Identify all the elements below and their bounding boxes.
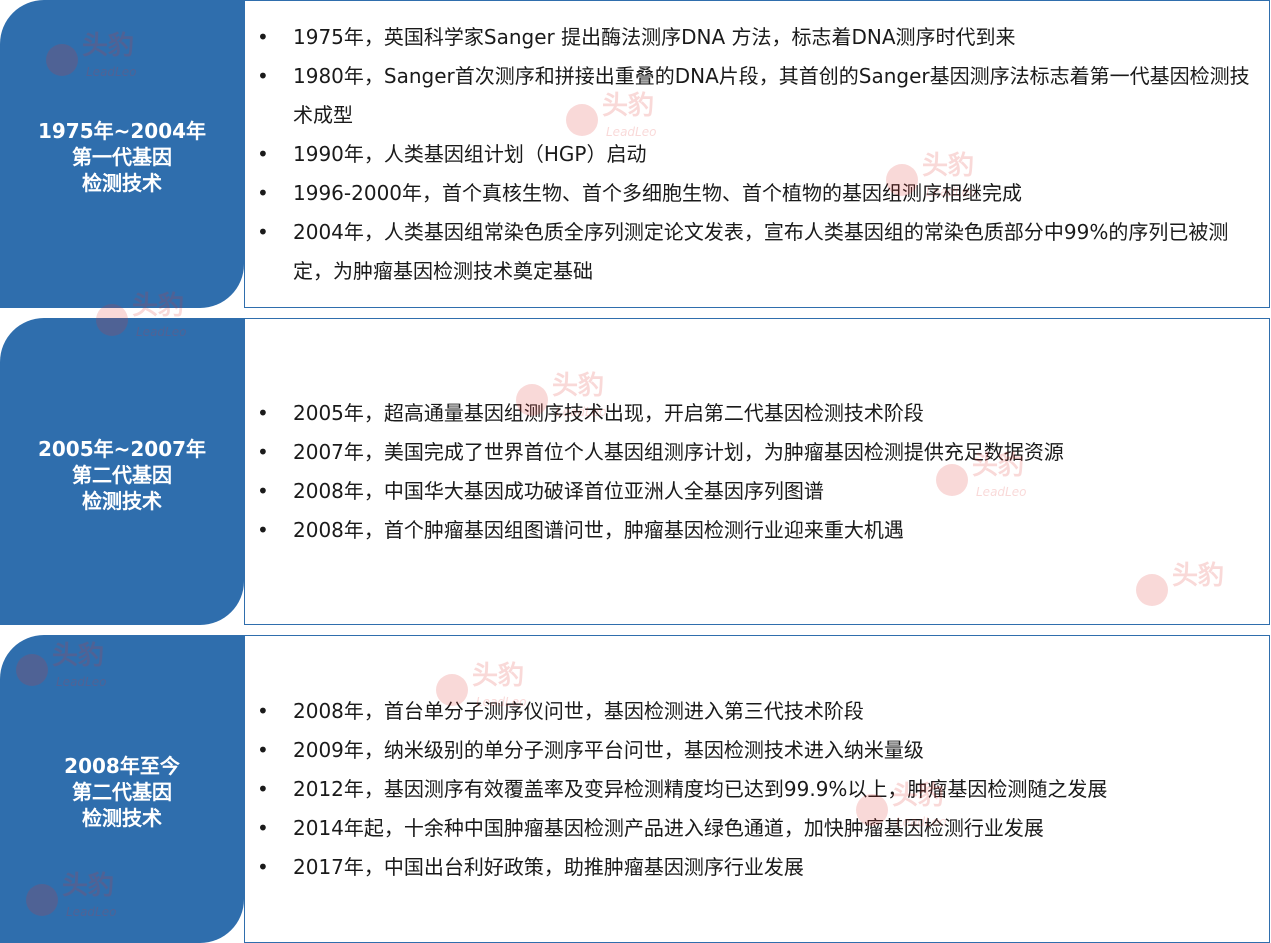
era-label-tech: 检测技术 — [82, 806, 162, 830]
era-label-years: 2005年~2007年 — [37, 436, 207, 461]
era-events-box: 2008年，首台单分子测序仪问世，基因检测进入第三代技术阶段 2009年，纳米级… — [244, 635, 1270, 943]
list-item: 2007年，美国完成了世界首位个人基因组测序计划，为肿瘤基因检测提供充足数据资源 — [257, 433, 1259, 472]
era-label: 2005年~2007年 第二代基因 检测技术 — [0, 318, 244, 625]
era-2005-2007: 2005年~2007年 第二代基因 检测技术 2005年，超高通量基因组测序技术… — [0, 318, 1271, 625]
era-2008-present: 2008年至今 第二代基因 检测技术 2008年，首台单分子测序仪问世，基因检测… — [0, 635, 1271, 943]
list-item: 2008年，首台单分子测序仪问世，基因检测进入第三代技术阶段 — [257, 692, 1259, 731]
era-1975-2004: 1975年~2004年 第一代基因 检测技术 1975年，英国科学家Sanger… — [0, 0, 1271, 308]
list-item: 2008年，中国华大基因成功破译首位亚洲人全基因序列图谱 — [257, 472, 1259, 511]
list-item: 1990年，人类基因组计划（HGP）启动 — [257, 135, 1259, 174]
era-label-generation: 第一代基因 — [72, 145, 172, 169]
list-item: 2012年，基因测序有效覆盖率及变异检测精度均已达到99.9%以上，肿瘤基因检测… — [257, 770, 1259, 809]
era-events-box: 1975年，英国科学家Sanger 提出酶法测序DNA 方法，标志着DNA测序时… — [244, 0, 1270, 308]
era-label-generation: 第二代基因 — [72, 780, 172, 804]
list-item: 2004年，人类基因组常染色质全序列测定论文发表，宣布人类基因组的常染色质部分中… — [257, 213, 1259, 291]
list-item: 1975年，英国科学家Sanger 提出酶法测序DNA 方法，标志着DNA测序时… — [257, 18, 1259, 57]
era-label: 1975年~2004年 第一代基因 检测技术 — [0, 0, 244, 308]
event-list: 1975年，英国科学家Sanger 提出酶法测序DNA 方法，标志着DNA测序时… — [245, 18, 1269, 291]
era-events-box: 2005年，超高通量基因组测序技术出现，开启第二代基因检测技术阶段 2007年，… — [244, 318, 1270, 625]
list-item: 2008年，首个肿瘤基因组图谱问世，肿瘤基因检测行业迎来重大机遇 — [257, 511, 1259, 550]
era-label-years: 1975年~2004年 — [37, 119, 207, 143]
era-label-generation: 第二代基因 — [72, 462, 172, 487]
list-item: 2005年，超高通量基因组测序技术出现，开启第二代基因检测技术阶段 — [257, 394, 1259, 433]
event-list: 2005年，超高通量基因组测序技术出现，开启第二代基因检测技术阶段 2007年，… — [245, 394, 1269, 550]
list-item: 2009年，纳米级别的单分子测序平台问世，基因检测技术进入纳米量级 — [257, 731, 1259, 770]
era-label-tech: 检测技术 — [82, 488, 162, 513]
era-label: 2008年至今 第二代基因 检测技术 — [0, 635, 244, 943]
list-item: 1980年，Sanger首次测序和拼接出重叠的DNA片段，其首创的Sanger基… — [257, 57, 1259, 135]
list-item: 2017年，中国出台利好政策，助推肿瘤基因测序行业发展 — [257, 848, 1259, 887]
list-item: 1996-2000年，首个真核生物、首个多细胞生物、首个植物的基因组测序相继完成 — [257, 174, 1259, 213]
era-label-tech: 检测技术 — [82, 171, 162, 195]
list-item: 2014年起，十余种中国肿瘤基因检测产品进入绿色通道，加快肿瘤基因检测行业发展 — [257, 809, 1259, 848]
event-list: 2008年，首台单分子测序仪问世，基因检测进入第三代技术阶段 2009年，纳米级… — [245, 692, 1269, 887]
era-label-years: 2008年至今 — [64, 754, 180, 778]
